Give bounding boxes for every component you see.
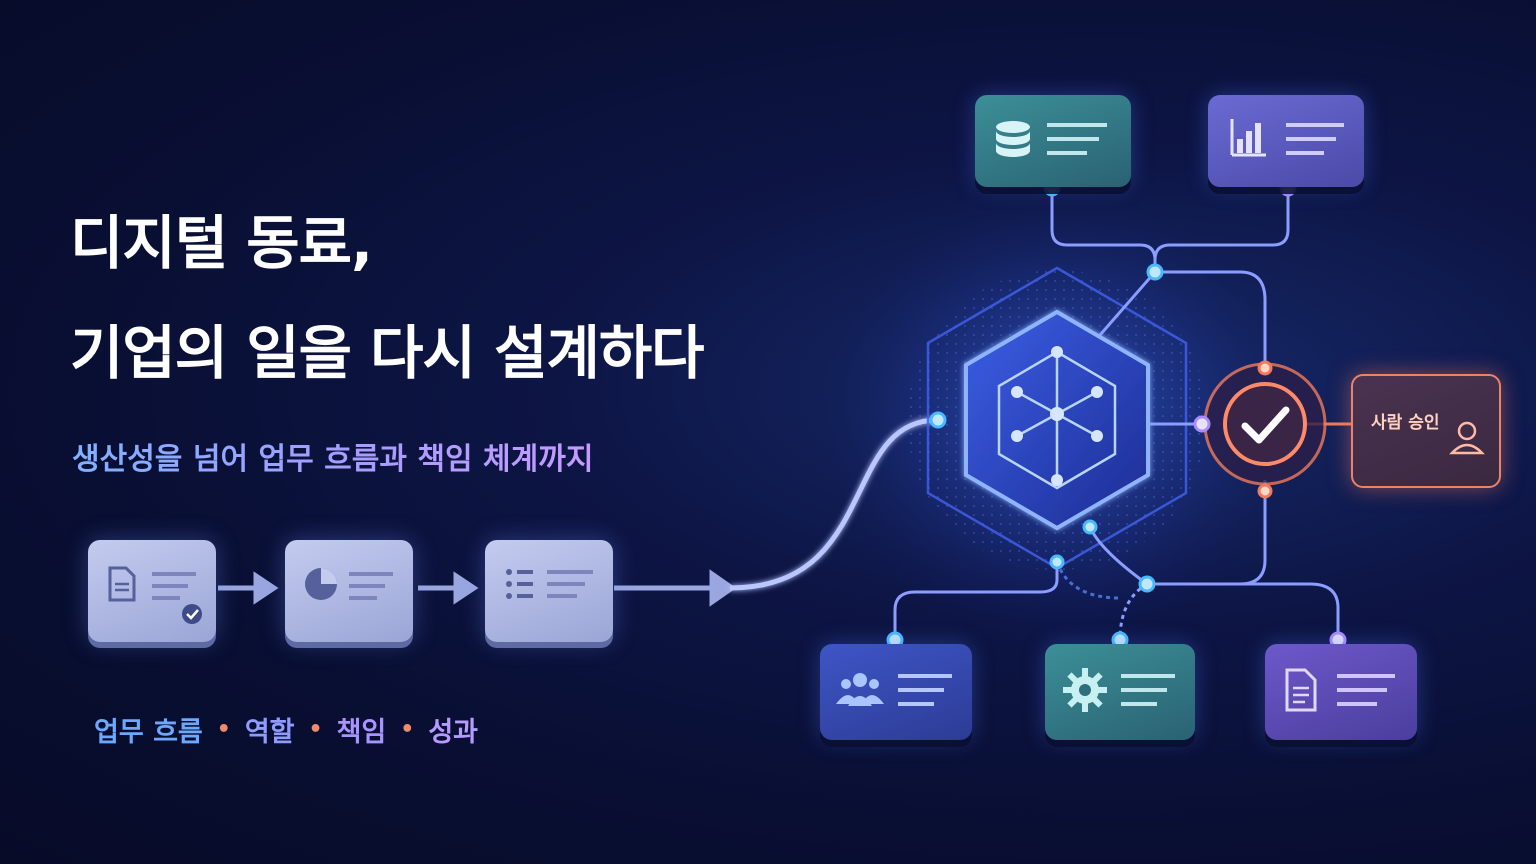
card-database xyxy=(975,95,1131,187)
footer-tags: 업무 흐름 • 역할 • 책임 • 성과 xyxy=(94,710,478,749)
card-documents xyxy=(1265,644,1417,740)
people-icon xyxy=(836,673,952,706)
approval-node: 사람 승인 xyxy=(1351,374,1501,488)
network-hexagon-icon xyxy=(997,350,1117,490)
card-team xyxy=(820,644,972,740)
tag-role: 역할 xyxy=(244,717,295,748)
flow-step-document xyxy=(88,540,216,642)
card-settings xyxy=(1045,644,1195,740)
checkmark-icon xyxy=(1203,362,1327,486)
hero-subtitle: 생산성을 넘어 업무 흐름과 책임 체계까지 xyxy=(72,434,593,478)
tag-separator: • xyxy=(400,717,415,742)
pie-chart-icon xyxy=(305,568,393,600)
tag-separator: • xyxy=(308,717,323,742)
approval-label: 사람 승인 xyxy=(1371,413,1440,433)
flow-arrows xyxy=(218,569,737,607)
tag-responsibility: 책임 xyxy=(336,717,387,748)
tag-workflow: 업무 흐름 xyxy=(94,717,203,748)
tag-performance: 성과 xyxy=(428,717,479,748)
hero-title-line1: 디지털 동료, xyxy=(70,209,373,277)
gear-icon xyxy=(1063,668,1175,712)
tag-separator: • xyxy=(216,717,231,742)
user-icon xyxy=(1449,421,1485,455)
database-icon xyxy=(996,121,1107,157)
card-analytics xyxy=(1208,95,1364,187)
bar-chart-icon xyxy=(1230,119,1344,157)
flow-step-report xyxy=(285,540,413,642)
list-icon xyxy=(506,569,593,599)
flow-step-list xyxy=(485,540,613,642)
document-check-icon xyxy=(108,566,202,624)
document-icon xyxy=(1285,668,1395,712)
hero-title-line2: 기업의 일을 다시 설계하다 xyxy=(70,319,705,387)
